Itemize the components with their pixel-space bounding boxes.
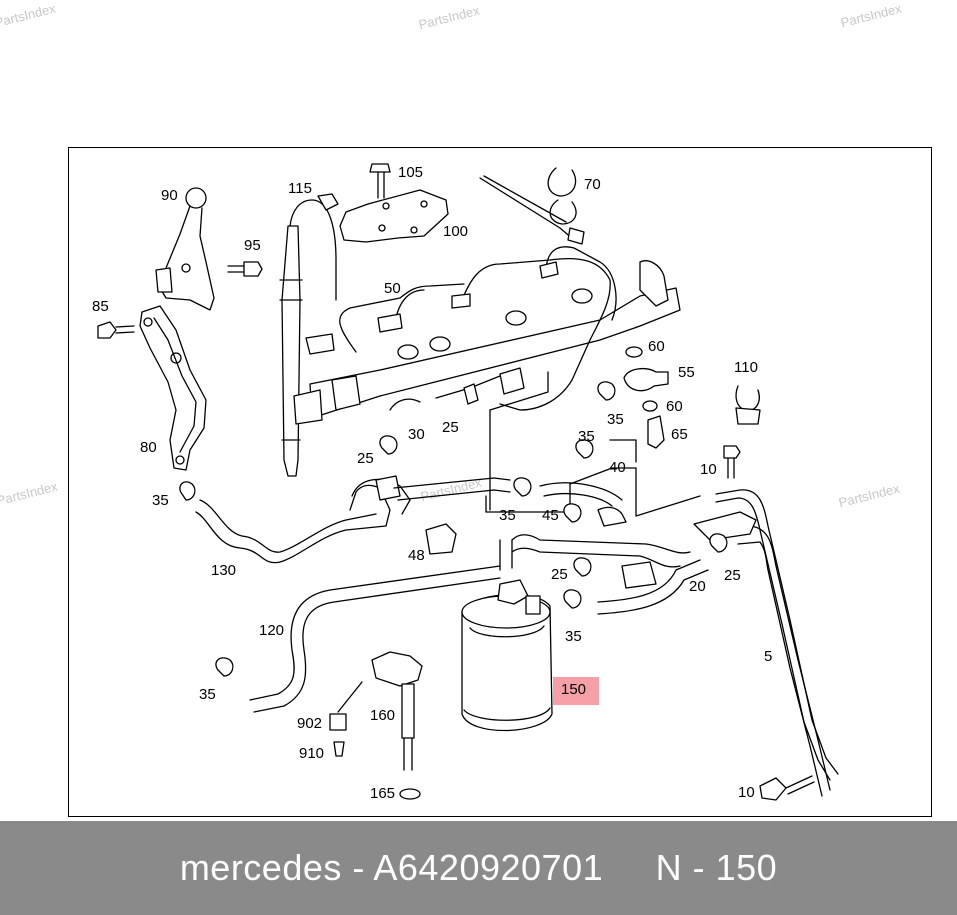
callout-65: 65 <box>671 426 688 443</box>
hose-40-drawing <box>485 439 701 527</box>
callout-120: 120 <box>259 622 285 639</box>
callout-160: 160 <box>370 707 396 724</box>
callout-35-left: 35 <box>152 492 169 509</box>
callout-35-bottom: 35 <box>199 686 216 703</box>
injector-lines-drawing <box>305 246 617 411</box>
callout-105: 105 <box>398 164 424 181</box>
bracket-90-drawing <box>155 187 215 311</box>
callout-902: 902 <box>297 715 323 732</box>
bracket-100-drawing <box>317 163 449 243</box>
callout-40: 40 <box>609 459 626 476</box>
callout-45: 45 <box>542 507 559 524</box>
callout-150-highlighted: 150 <box>553 677 599 705</box>
callout-35-mid: 35 <box>499 507 516 524</box>
fuel-rail-drawing <box>293 260 681 425</box>
tie-strap-70-drawing <box>479 167 585 245</box>
footer-bar: mercedes - A6420920701 N - 150 <box>0 821 957 915</box>
callout-30: 30 <box>408 426 425 443</box>
callout-60-lower: 60 <box>666 398 683 415</box>
callout-910: 910 <box>299 745 325 762</box>
leak-off-drawing <box>389 367 549 511</box>
bolt-10-top-drawing <box>723 445 741 479</box>
valve-55-drawing <box>623 346 669 449</box>
hose-20-drawing <box>511 534 709 615</box>
callout-5: 5 <box>764 648 773 665</box>
callout-95: 95 <box>244 237 261 254</box>
callout-90: 90 <box>161 187 178 204</box>
callout-60-top: 60 <box>648 338 665 355</box>
callout-25-left: 25 <box>357 450 374 467</box>
sensor-160-drawing <box>337 651 423 771</box>
callout-35-rail: 35 <box>607 411 624 428</box>
callout-165: 165 <box>370 785 396 802</box>
callout-100: 100 <box>443 223 469 240</box>
callout-48: 48 <box>408 547 425 564</box>
callout-25-filter: 25 <box>551 566 568 583</box>
callout-10-top: 10 <box>700 461 717 478</box>
callout-50: 50 <box>384 280 401 297</box>
callout-25-right: 25 <box>724 567 741 584</box>
clip-110-drawing <box>735 385 761 425</box>
bolt-85-drawing <box>97 321 135 339</box>
callout-25-rail: 25 <box>442 419 459 436</box>
callout-80: 80 <box>140 439 157 456</box>
clips-drawing <box>179 381 728 677</box>
callout-20: 20 <box>689 578 706 595</box>
plug-902-drawing <box>329 713 421 800</box>
bracket-80-drawing <box>139 305 207 471</box>
hose-120-drawing <box>249 539 513 713</box>
footer-part-label: mercedes - A6420920701 N - 150 <box>179 847 778 888</box>
fuel-filter-150-drawing <box>461 579 553 732</box>
callout-35-upper: 35 <box>578 428 595 445</box>
hose-130-drawing <box>195 475 511 564</box>
callout-130: 130 <box>211 562 237 579</box>
callout-10-bottom: 10 <box>738 784 755 801</box>
diagram-frame <box>68 147 932 817</box>
callout-35-filter: 35 <box>565 628 582 645</box>
pipes-5-drawing <box>693 489 839 801</box>
callout-115: 115 <box>288 180 312 197</box>
bolt-95-drawing <box>227 261 263 277</box>
callout-85: 85 <box>92 298 109 315</box>
callout-55: 55 <box>678 364 695 381</box>
callout-110: 110 <box>734 359 758 376</box>
callout-70: 70 <box>584 176 601 193</box>
